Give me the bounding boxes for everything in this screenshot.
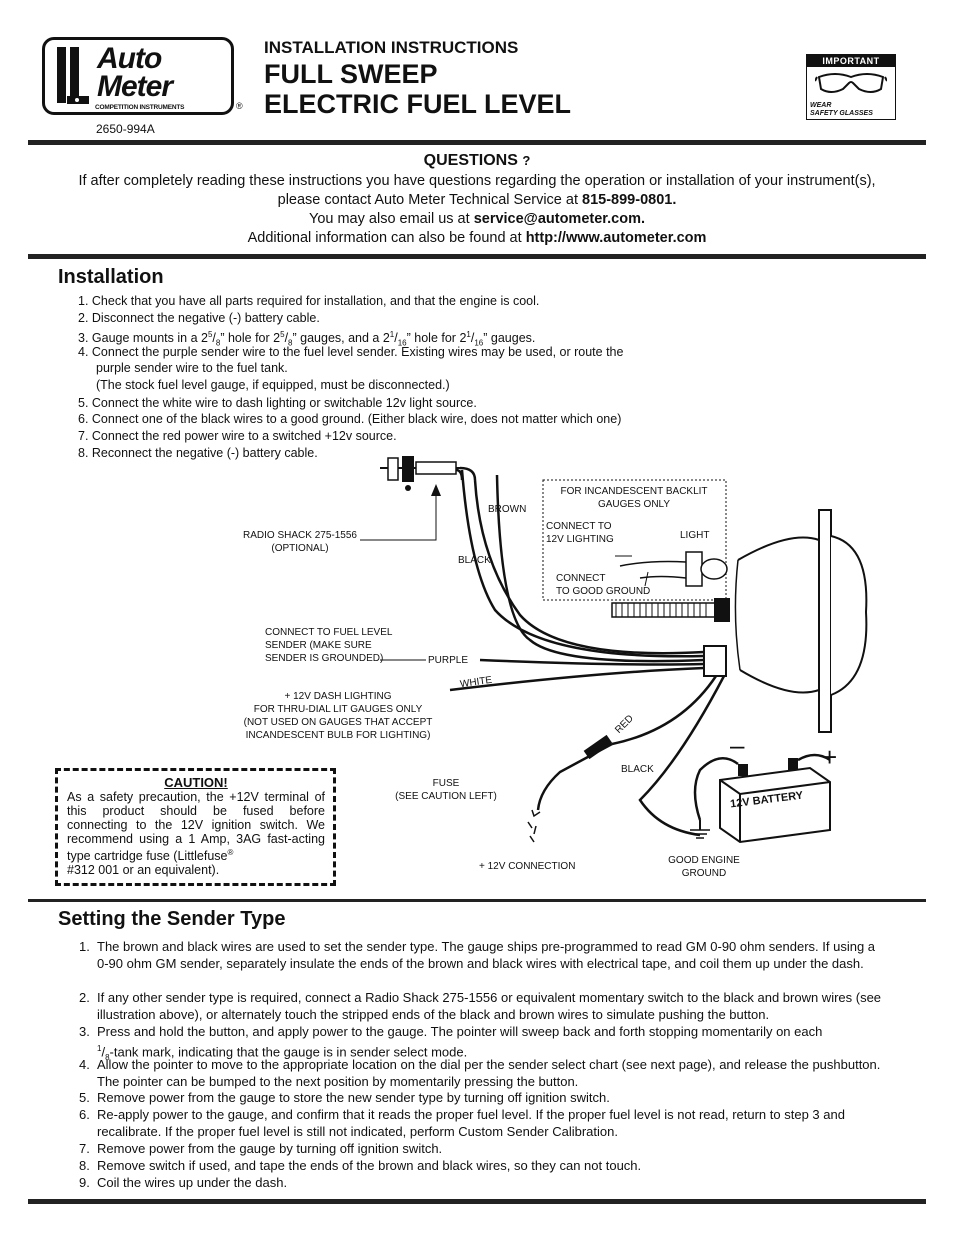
logo-tagline: COMPETITION INSTRUMENTS <box>95 104 185 111</box>
website-link[interactable]: http://www.autometer.com <box>525 230 707 246</box>
wire-connector <box>703 645 727 677</box>
phone-number: 815-899-0801. <box>582 192 677 208</box>
sender-type-heading: Setting the Sender Type <box>58 908 286 930</box>
section-divider <box>28 899 926 902</box>
install-step-4: 4. Connect the purple sender wire to the… <box>78 345 624 359</box>
questions-line1: If after completely reading these instru… <box>78 173 876 189</box>
support-email-link[interactable]: service@autometer.com. <box>473 211 645 227</box>
wires <box>449 469 726 837</box>
backlit-box <box>542 479 727 601</box>
install-step-3: 3. Gauge mounts in a 25/8” hole for 25/8… <box>78 330 536 348</box>
battery-icon <box>693 753 831 844</box>
safety-glasses-badge: IMPORTANT WEAR SAFETY GLASSES <box>806 54 896 120</box>
safety-glasses-icon <box>815 73 887 93</box>
label-radio-shack: RADIO SHACK 275-1556(OPTIONAL) <box>243 530 357 554</box>
battery-plus-sign: + <box>822 742 838 772</box>
label-light: LIGHT <box>680 530 710 541</box>
mounting-stud <box>611 598 730 622</box>
gauge-body <box>734 509 868 733</box>
ground-symbol-icon <box>690 820 710 839</box>
install-step-4-cont: purple sender wire to the fuel tank. <box>96 361 288 375</box>
questions-line2: please contact Auto Meter Technical Serv… <box>277 192 677 208</box>
bulb-icon <box>615 551 728 587</box>
auto-meter-logo: Auto Meter COMPETITION INSTRUMENTS <box>42 37 234 115</box>
label-fuse: FUSE(SEE CAUTION LEFT) <box>395 778 497 802</box>
section-divider <box>28 1199 926 1204</box>
wear-safety-glasses-text: WEAR SAFETY GLASSES <box>810 102 873 117</box>
page-title-line1: FULL SWEEP <box>264 59 438 89</box>
label-purple-wire: PURPLE <box>428 655 469 666</box>
important-label: IMPORTANT <box>807 55 895 67</box>
part-number: 2650-994A <box>96 122 155 136</box>
install-step-8: 8. Reconnect the negative (-) battery ca… <box>78 446 318 460</box>
label-black-wire-bottom: BLACK <box>621 764 654 775</box>
label-brown-wire: BROWN <box>488 504 527 515</box>
caution-box: CAUTION! As a safety precaution, the +12… <box>55 768 336 886</box>
logo-emblem-icon <box>57 47 89 104</box>
wiring-diagram <box>360 456 868 844</box>
caution-text: As a safety precaution, the +12V termina… <box>67 790 325 878</box>
instructions-label: INSTALLATION INSTRUCTIONS <box>264 38 519 57</box>
registered-mark: ® <box>236 101 243 111</box>
label-12v-connection: + 12V CONNECTION <box>479 861 576 872</box>
install-step-5: 5. Connect the white wire to dash lighti… <box>78 396 477 410</box>
questions-line3: You may also email us at service@automet… <box>308 211 645 227</box>
radio-shack-switch <box>380 456 477 491</box>
battery-minus-sign: – <box>730 730 745 760</box>
section-divider <box>28 254 926 259</box>
questions-heading: QUESTIONS ? <box>423 152 531 169</box>
caution-heading: CAUTION! <box>164 775 228 790</box>
install-step-2: 2. Disconnect the negative (-) battery c… <box>78 311 320 325</box>
logo-word-auto: Auto <box>97 42 162 75</box>
page-title-line2: ELECTRIC FUEL LEVEL <box>264 89 572 119</box>
fuse-icon <box>527 734 613 843</box>
install-step-1: 1. Check that you have all parts require… <box>78 294 540 308</box>
install-step-4-note: (The stock fuel level gauge, if equipped… <box>96 378 450 392</box>
install-step-6: 6. Connect one of the black wires to a g… <box>78 412 622 426</box>
installation-heading: Installation <box>58 266 164 288</box>
install-step-7: 7. Connect the red power wire to a switc… <box>78 429 397 443</box>
section-divider <box>28 140 926 145</box>
label-black-wire-top: BLACK <box>458 555 491 566</box>
questions-line4: Additional information can also be found… <box>247 230 707 246</box>
logo-word-meter: Meter <box>97 70 173 103</box>
